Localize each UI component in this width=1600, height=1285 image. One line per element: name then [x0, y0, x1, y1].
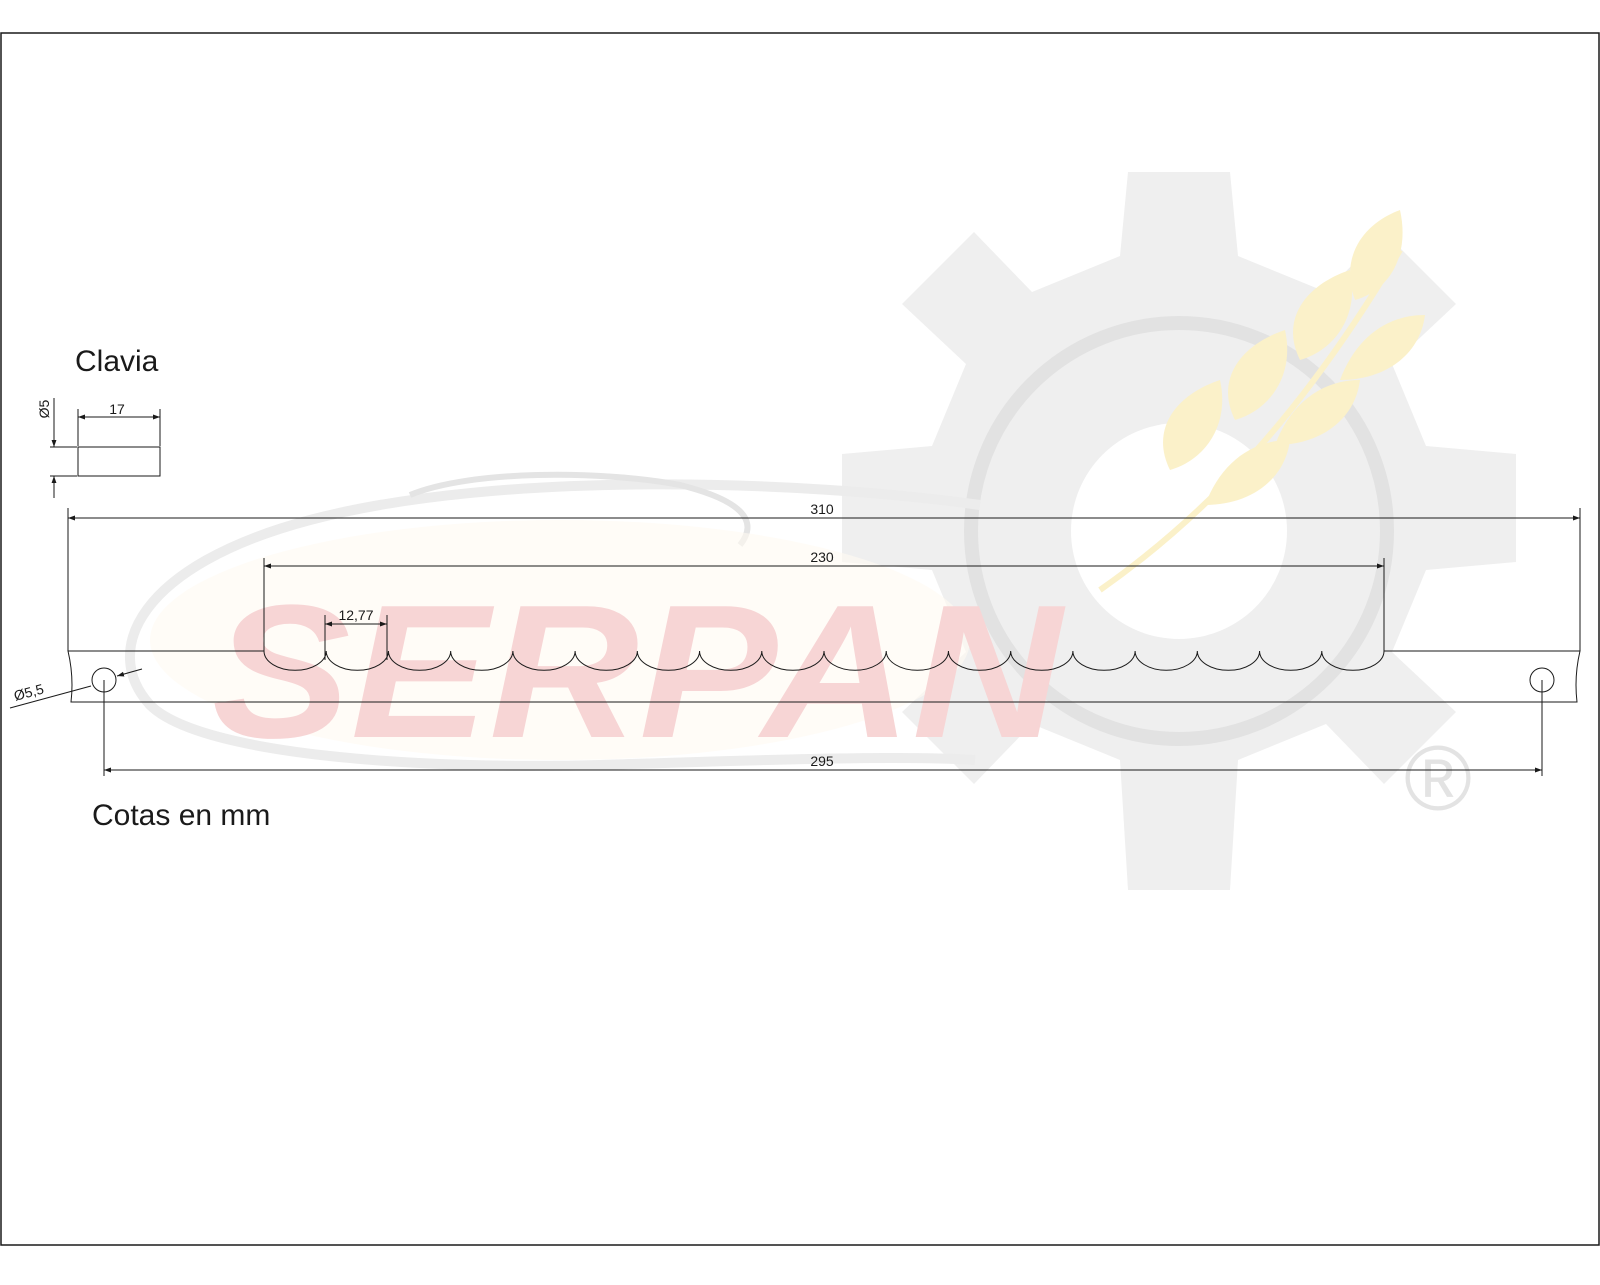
swoosh-icon	[124, 471, 981, 771]
blade-dimensions	[9, 508, 1581, 776]
registered-mark: ®	[1404, 728, 1472, 830]
drawing-title: Clavia	[75, 345, 159, 378]
drawing-border	[0, 32, 1600, 1246]
overall-length-label: 310	[810, 501, 834, 517]
pin-detail	[50, 398, 161, 498]
pin-diameter-label: Ø5	[36, 399, 52, 418]
tooth-pitch-label: 12,77	[338, 607, 373, 623]
blade-body	[67, 650, 1581, 703]
units-note: Cotas en mm	[92, 799, 270, 832]
serpan-watermark: SERPAN ®	[124, 172, 1516, 890]
serrated-length-label: 230	[810, 549, 834, 565]
wheat-leaf-icon	[1098, 210, 1425, 593]
hole-spacing-label: 295	[810, 753, 834, 769]
brand-watermark-text: SERPAN	[212, 566, 1066, 778]
pin-length-label: 17	[109, 401, 125, 417]
pin-outline	[77, 446, 161, 477]
hole-diameter-label: Ø5,5	[12, 680, 46, 703]
